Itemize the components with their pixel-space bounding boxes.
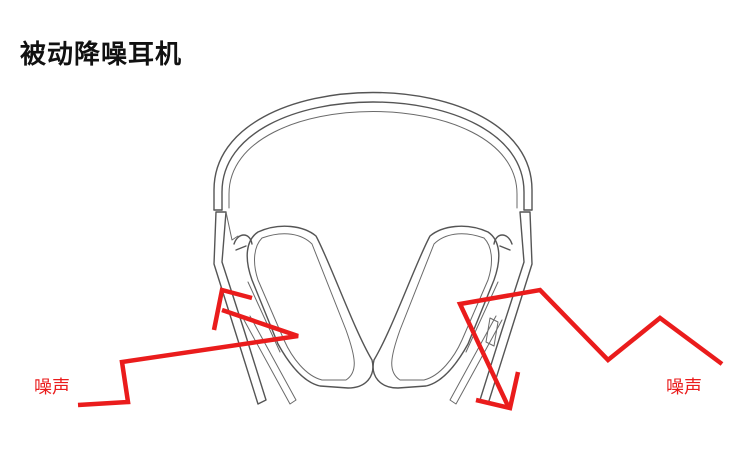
- diagram-title: 被动降噪耳机: [20, 40, 183, 70]
- right-noise-arrow: [456, 287, 724, 411]
- noise-label-right: 噪声: [666, 377, 702, 398]
- left-noise-arrow: [77, 287, 299, 408]
- left-ear-cup: [246, 225, 374, 389]
- headband: [213, 91, 533, 211]
- noise-label-left: 噪声: [34, 377, 70, 398]
- right-ear-cup: [372, 225, 500, 389]
- left-yoke: [213, 211, 297, 405]
